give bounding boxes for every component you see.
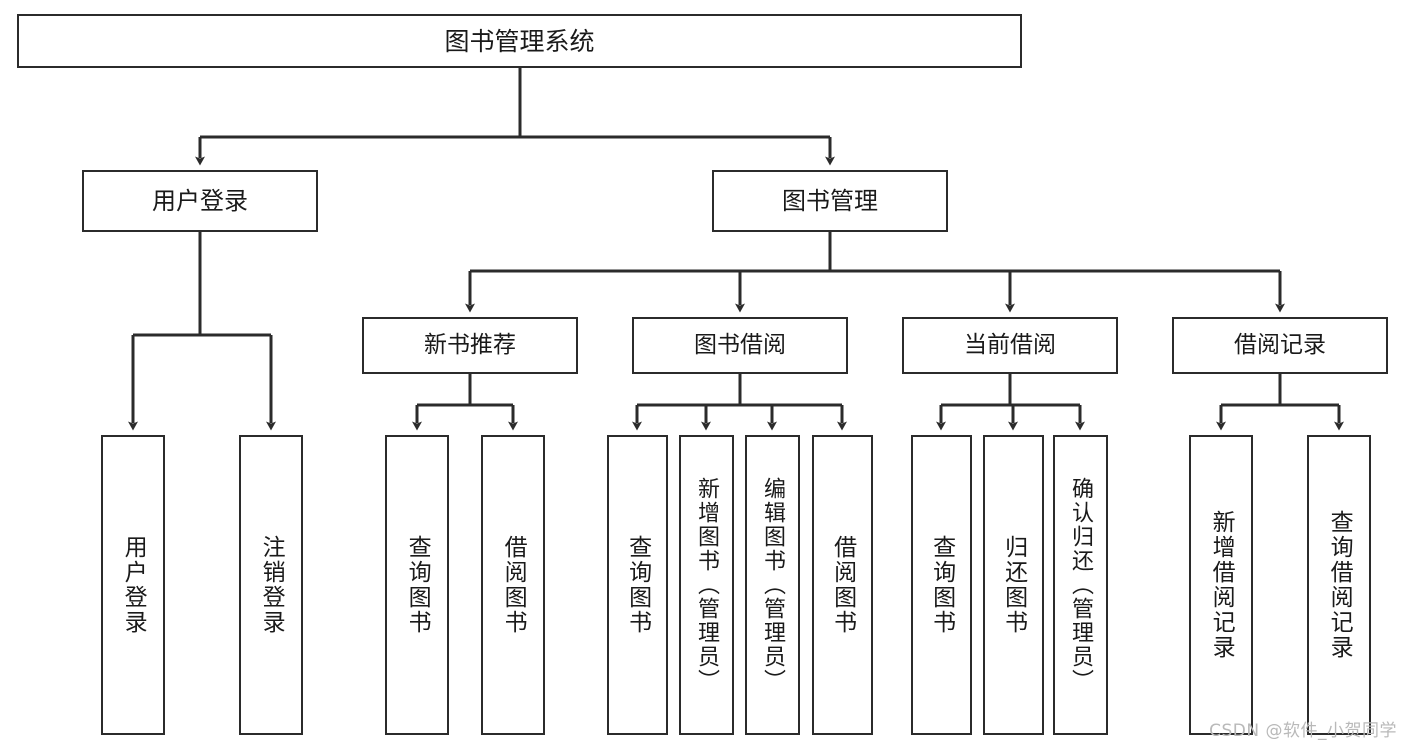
leaf-user-login[interactable]: 用户登录 — [101, 435, 165, 735]
leaf-query-borrow-record[interactable]: 查询借阅记录 — [1307, 435, 1371, 735]
leaf-return-book-label: 归还图书 — [1000, 535, 1027, 635]
leaf-query-book-current-label: 查询图书 — [928, 535, 955, 635]
node-borrow-record-label: 借阅记录 — [1234, 332, 1326, 358]
node-new-book-recommend-label: 新书推荐 — [424, 332, 516, 358]
leaf-query-book-recommend[interactable]: 查询图书 — [385, 435, 449, 735]
leaf-query-book-current[interactable]: 查询图书 — [911, 435, 972, 735]
leaf-borrow-book-recommend[interactable]: 借阅图书 — [481, 435, 545, 735]
node-user-login[interactable]: 用户登录 — [82, 170, 318, 232]
node-book-management-label: 图书管理 — [782, 187, 878, 215]
node-root-label: 图书管理系统 — [444, 26, 595, 56]
node-book-borrow-label: 图书借阅 — [694, 332, 786, 358]
node-book-management[interactable]: 图书管理 — [712, 170, 948, 232]
node-book-borrow[interactable]: 图书借阅 — [632, 317, 848, 374]
leaf-add-book-admin-label: 新增图书（管理员） — [694, 477, 720, 693]
node-current-borrow[interactable]: 当前借阅 — [902, 317, 1118, 374]
leaf-add-borrow-record[interactable]: 新增借阅记录 — [1189, 435, 1253, 735]
leaf-user-login-label: 用户登录 — [120, 535, 147, 635]
leaf-query-book-borrow-label: 查询图书 — [624, 535, 651, 635]
leaf-add-book-admin[interactable]: 新增图书（管理员） — [679, 435, 734, 735]
node-new-book-recommend[interactable]: 新书推荐 — [362, 317, 578, 374]
leaf-confirm-return-admin[interactable]: 确认归还（管理员） — [1053, 435, 1108, 735]
leaf-add-borrow-record-label: 新增借阅记录 — [1208, 510, 1235, 660]
leaf-user-logout[interactable]: 注销登录 — [239, 435, 303, 735]
leaf-confirm-return-admin-label: 确认归还（管理员） — [1068, 477, 1094, 693]
leaf-return-book[interactable]: 归还图书 — [983, 435, 1044, 735]
leaf-query-borrow-record-label: 查询借阅记录 — [1326, 510, 1353, 660]
node-borrow-record[interactable]: 借阅记录 — [1172, 317, 1388, 374]
leaf-query-book-recommend-label: 查询图书 — [404, 535, 431, 635]
leaf-borrow-book[interactable]: 借阅图书 — [812, 435, 873, 735]
csdn-watermark: CSDN @软件_小贺同学 — [1209, 721, 1397, 741]
node-current-borrow-label: 当前借阅 — [964, 332, 1056, 358]
leaf-query-book-borrow[interactable]: 查询图书 — [607, 435, 668, 735]
leaf-edit-book-admin-label: 编辑图书（管理员） — [760, 477, 786, 693]
node-root[interactable]: 图书管理系统 — [17, 14, 1022, 68]
leaf-borrow-book-recommend-label: 借阅图书 — [500, 535, 527, 635]
leaf-edit-book-admin[interactable]: 编辑图书（管理员） — [745, 435, 800, 735]
leaf-borrow-book-label: 借阅图书 — [829, 535, 856, 635]
leaf-user-logout-label: 注销登录 — [258, 535, 285, 635]
node-user-login-label: 用户登录 — [152, 187, 248, 215]
